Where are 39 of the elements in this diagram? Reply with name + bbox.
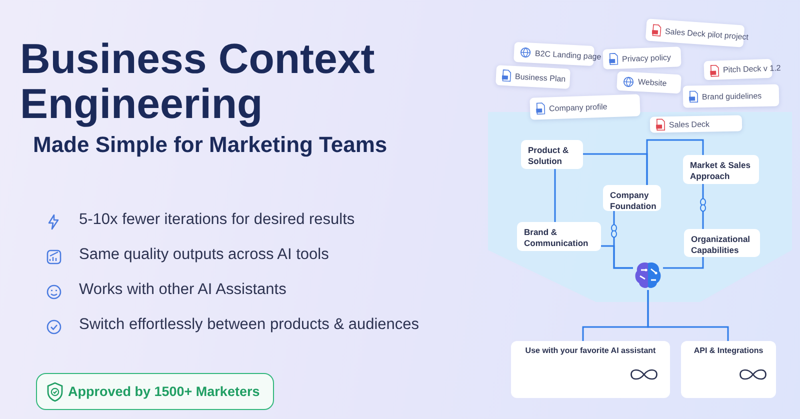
title: Business Context Engineering bbox=[20, 36, 376, 126]
integration-panel bbox=[681, 341, 776, 398]
panel-heading: API & Integrations bbox=[692, 346, 764, 355]
connector-line bbox=[554, 169, 556, 222]
badge-text: Approved by 1500+ Marketers bbox=[68, 384, 260, 399]
document-card bbox=[650, 115, 742, 133]
document-card bbox=[682, 84, 780, 108]
document-name: Business Plan bbox=[514, 72, 566, 84]
feature-text: Same quality outputs across AI tools bbox=[79, 246, 329, 264]
category-box: Company Foundation bbox=[603, 185, 661, 211]
integration-panel bbox=[511, 341, 670, 398]
document-name: Brand guidelines bbox=[702, 90, 762, 101]
document-card bbox=[616, 71, 682, 94]
category-box: Market & Sales Approach bbox=[683, 155, 759, 184]
category-box: Organizational Capabilities bbox=[684, 229, 760, 257]
document-name: Pitch Deck v 1.2 bbox=[722, 64, 781, 75]
document-card bbox=[496, 65, 570, 89]
feature-text: Switch effortlessly between products & audiences bbox=[79, 316, 420, 334]
connector-line bbox=[663, 257, 704, 269]
document-card bbox=[602, 46, 682, 70]
connector-line bbox=[702, 184, 704, 229]
category-box: Brand & Communication bbox=[517, 222, 601, 251]
document-name: Company profile bbox=[548, 102, 608, 113]
document-name: B2C Landing page bbox=[534, 48, 602, 61]
connector-line bbox=[601, 245, 633, 269]
brain-icon bbox=[633, 260, 663, 290]
document-name: Privacy policy bbox=[622, 52, 672, 64]
document-name: Sales Deck pilot project bbox=[664, 26, 749, 42]
feature-text: 5-10x fewer iterations for desired results bbox=[79, 211, 355, 229]
connector-line bbox=[647, 290, 729, 341]
subtitle: Made Simple for Marketing Teams bbox=[33, 132, 388, 158]
feature-text: Works with other AI Assistants bbox=[79, 281, 286, 299]
document-card bbox=[530, 94, 640, 120]
document-name: Sales Deck bbox=[668, 119, 710, 129]
approval-badge bbox=[36, 373, 274, 410]
panel-heading: Use with your favorite AI assistant bbox=[524, 346, 657, 355]
connector-line bbox=[646, 139, 704, 185]
document-name: Website bbox=[638, 77, 667, 88]
category-box: Product & Solution bbox=[521, 140, 583, 169]
